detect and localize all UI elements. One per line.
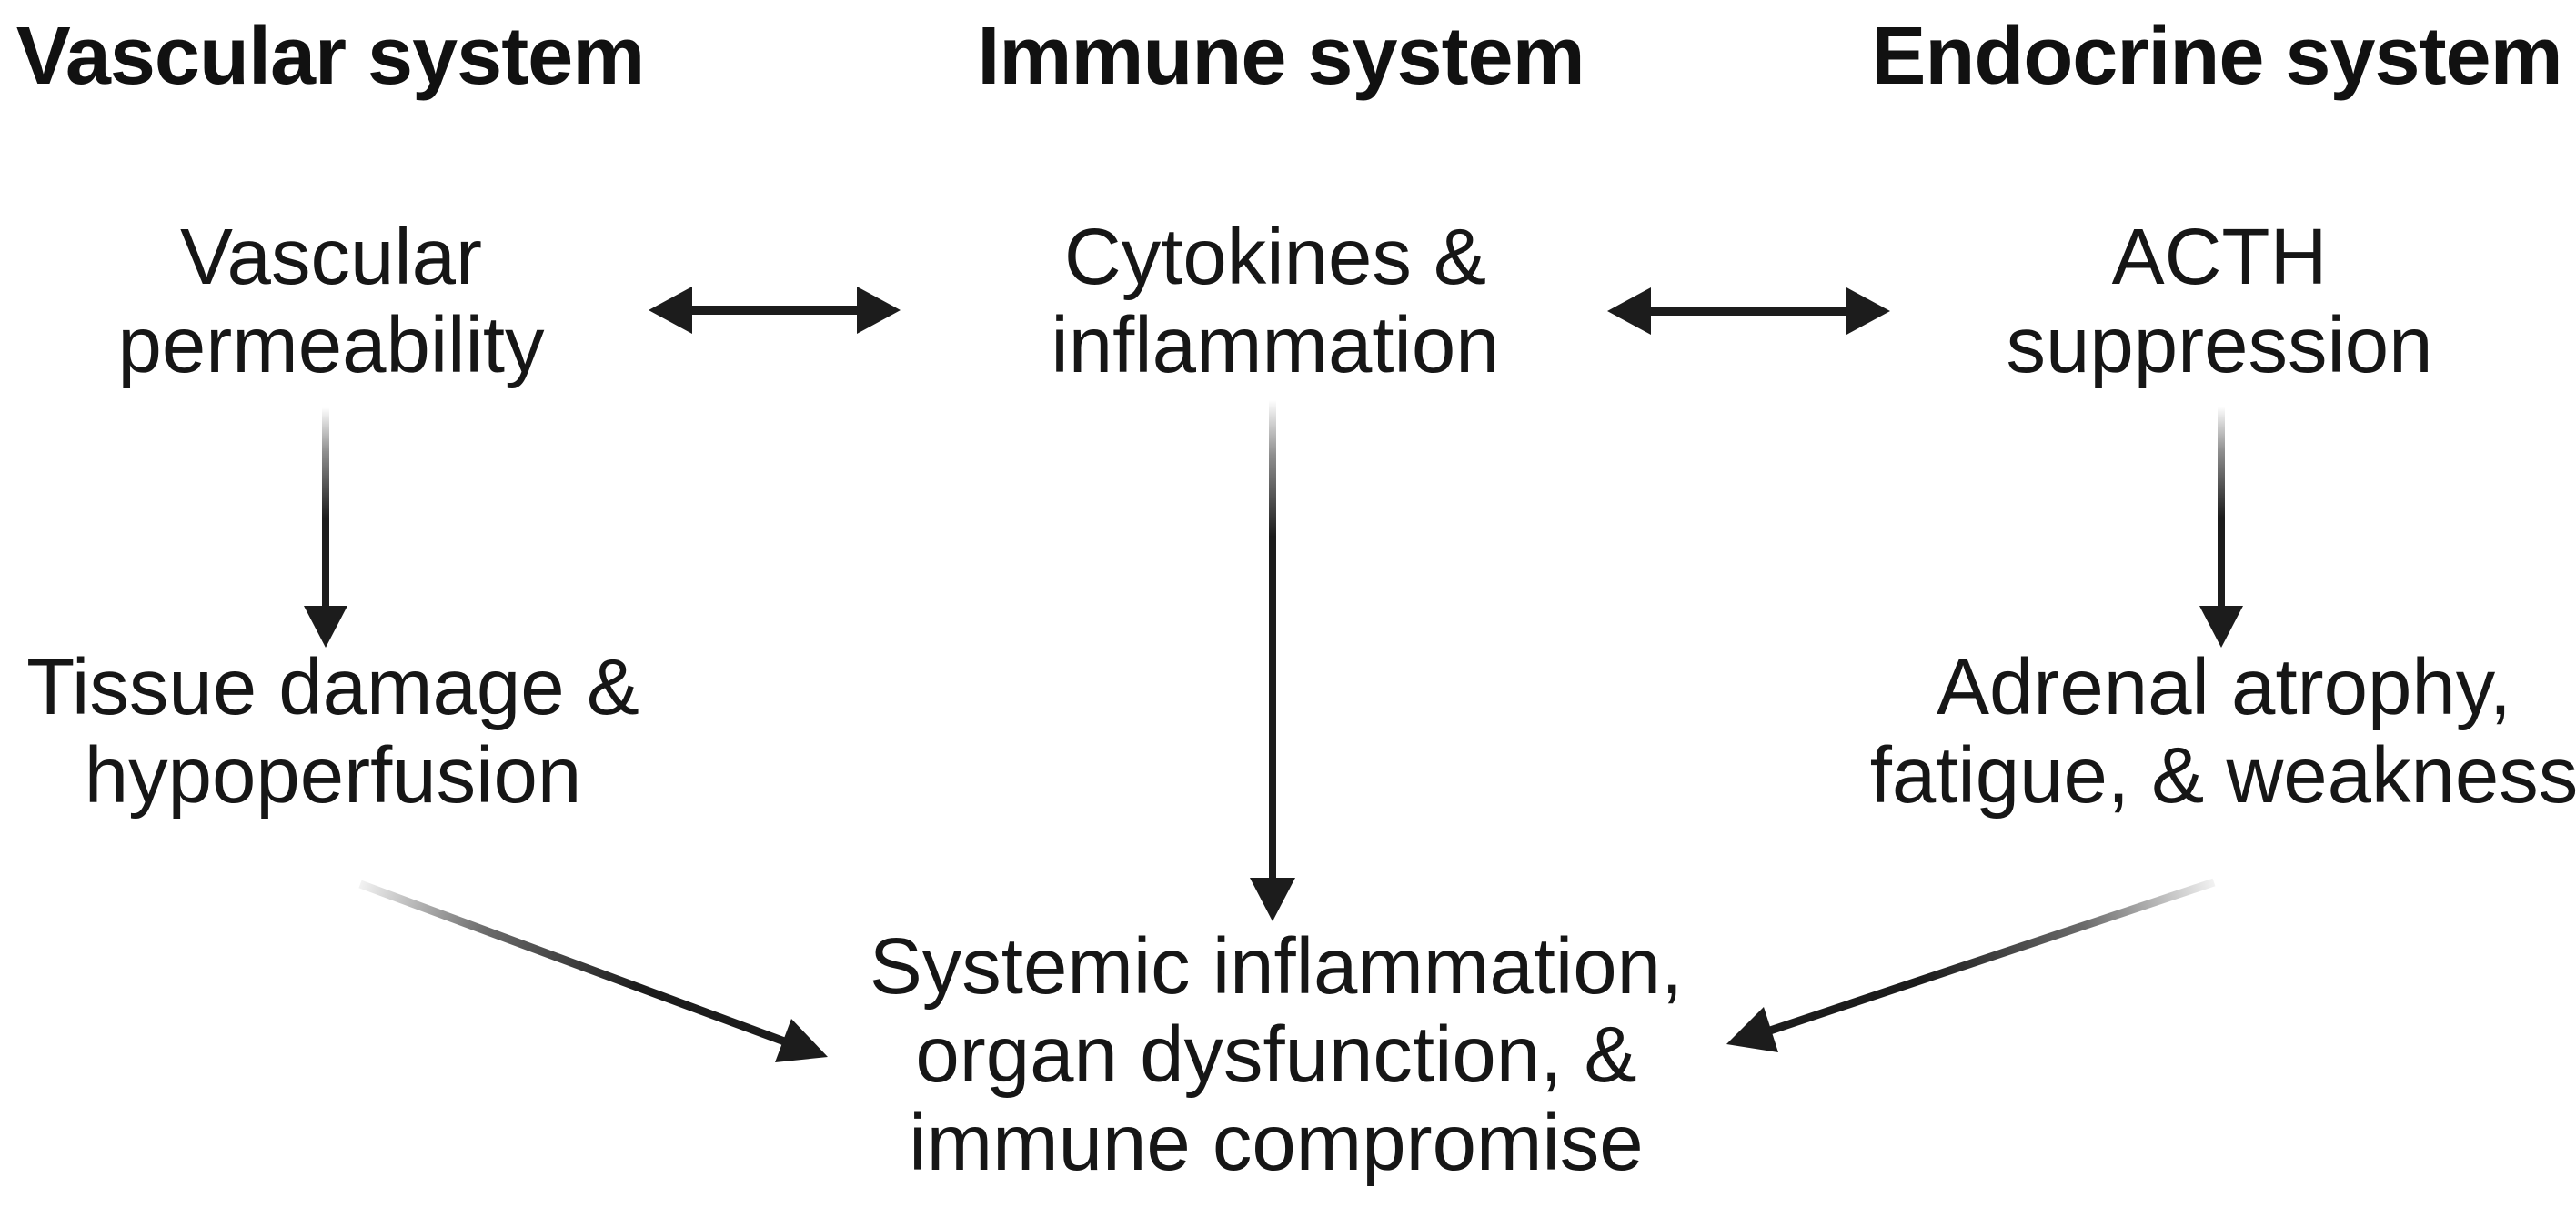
node-line: immune compromise [909,1099,1644,1187]
bidirectional-arrow-vascular-immune [649,287,901,334]
node-tissue-damage: Tissue damage & hypoperfusion [26,643,639,820]
node-line: Vascular [179,213,483,301]
arrow-head [2199,606,2243,648]
arrow-head-left [649,287,692,334]
node-line: permeability [117,301,545,389]
arrow-immune-to-outcome [1250,400,1295,921]
header-immune-system: Immune system [977,11,1585,102]
node-acth-suppression: ACTH suppression [2006,213,2432,389]
node-line: fatigue, & weakness [1869,731,2576,820]
node-cytokines-inflammation: Cytokines & inflammation [1051,213,1499,389]
node-adrenal-atrophy: Adrenal atrophy, fatigue, & weakness [1870,643,2576,820]
node-line: organ dysfunction, & [915,1011,1637,1099]
node-line: ACTH [2111,213,2328,301]
bidirectional-arrow-immune-endocrine [1607,287,1890,335]
arrow-head [304,606,347,648]
node-line: Systemic inflammation, [869,922,1684,1011]
node-line: hypoperfusion [84,731,582,820]
header-endocrine-system: Endocrine system [1871,11,2562,102]
arrow-head [1250,878,1295,921]
node-vascular-permeability: Vascular permeability [117,213,544,389]
arrow-head-right [1846,287,1890,335]
node-line: Tissue damage & [26,643,639,731]
arrow-vascular-to-tissue [304,407,347,648]
node-line: inflammation [1051,301,1500,389]
arrow-shaft [1766,878,2216,1036]
arrow-endocrine-to-adrenal [2199,407,2243,648]
arrow-head [775,1019,828,1062]
arrow-head-left [1607,287,1651,335]
arrow-adrenal-to-outcome [1726,878,2216,1052]
node-line: Adrenal atrophy, [1937,643,2511,731]
arrow-tissue-to-outcome [358,880,828,1062]
node-systemic-outcome: Systemic inflammation, organ dysfunction… [870,922,1683,1187]
arrow-head [1726,1007,1778,1052]
arrow-head-right [857,287,901,334]
node-line: suppression [2006,301,2433,389]
arrow-shaft [358,880,789,1047]
header-vascular-system: Vascular system [15,11,645,102]
node-line: Cytokines & [1063,213,1487,301]
